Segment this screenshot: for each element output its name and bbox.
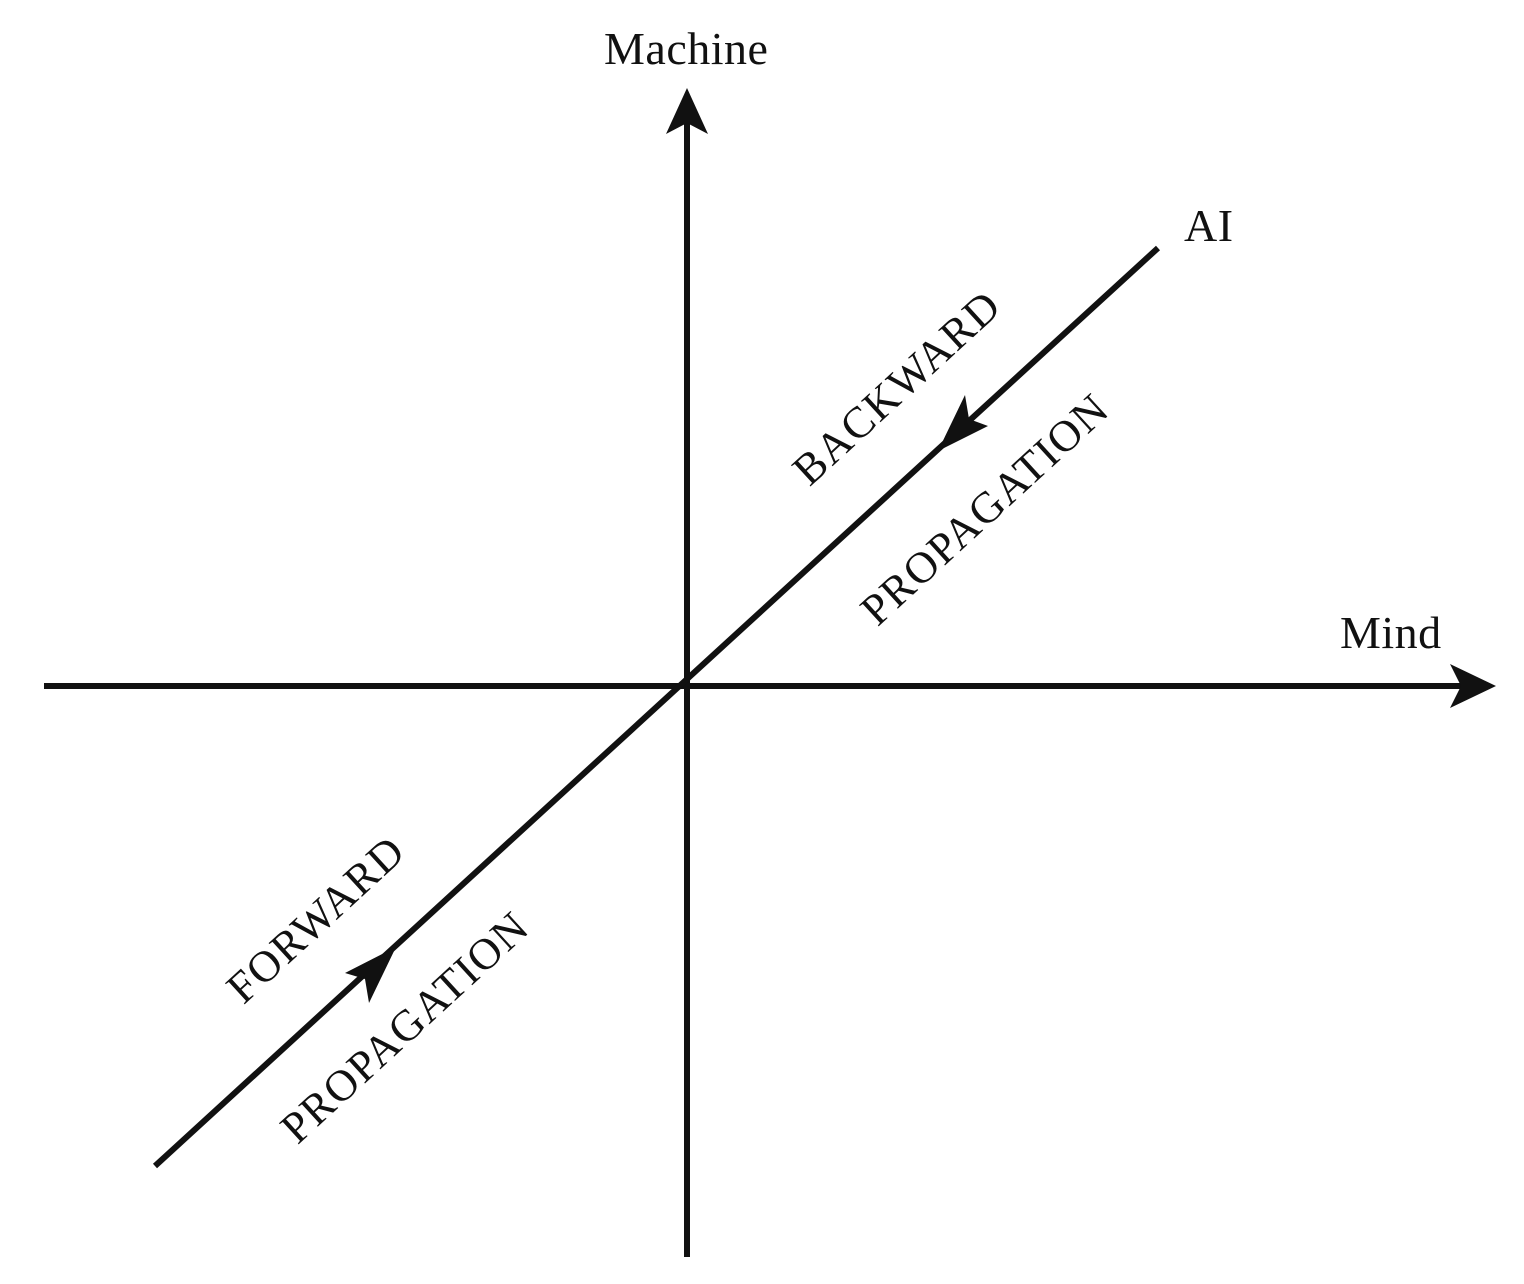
machine-axis-label: Machine [604,23,769,74]
backward-propagation-arrowhead [938,395,988,451]
mind-axis-label: Mind [1340,607,1442,658]
vertical-axis [666,88,708,1257]
vertical-axis-arrowhead [666,88,708,134]
horizontal-axis-arrowhead [1450,664,1496,708]
horizontal-axis [44,664,1496,708]
diagonal-axis [152,245,1161,1169]
diagonal-line [152,245,1161,1169]
ai-node-label: AI [1184,200,1234,251]
forward-propagation-arrowhead [345,947,396,1003]
